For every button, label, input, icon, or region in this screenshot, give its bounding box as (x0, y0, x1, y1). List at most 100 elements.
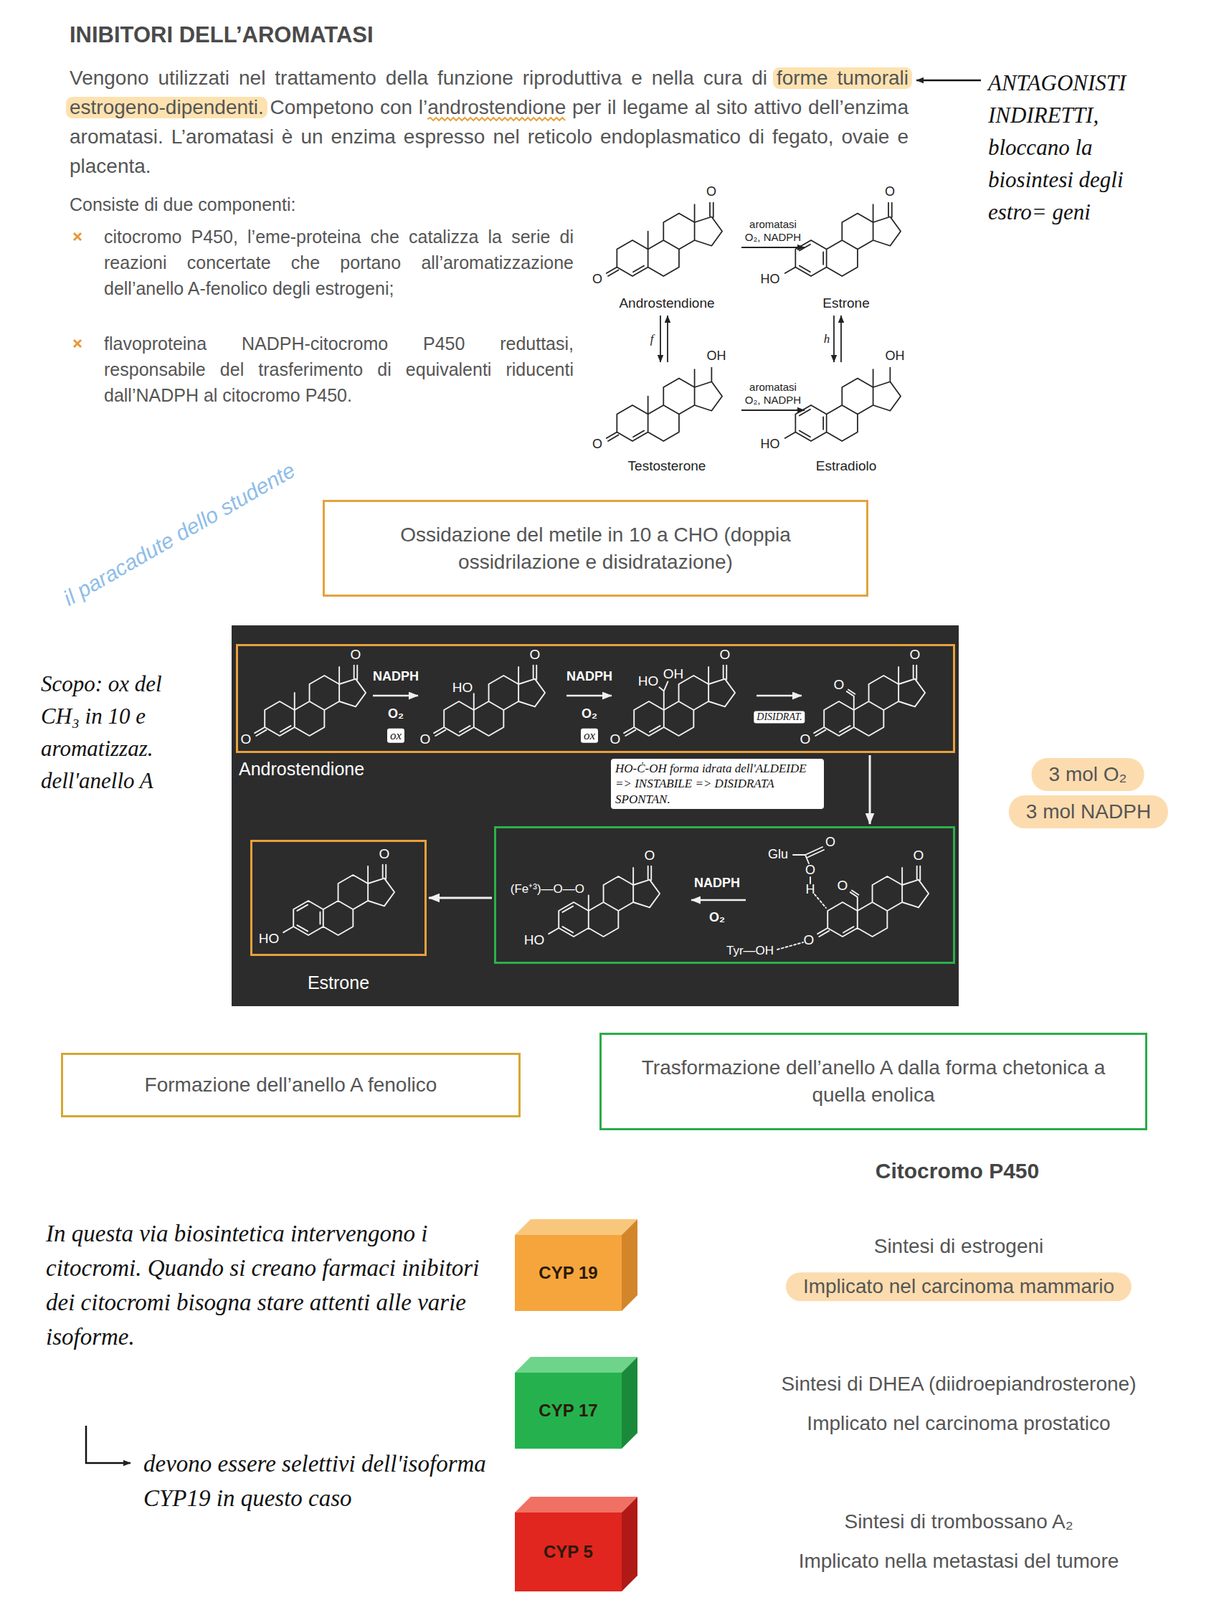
h-bond (777, 942, 804, 950)
flow-arrow (428, 897, 492, 900)
formula-label: O₂ (387, 706, 404, 723)
watermark: il paracadute dello studente (58, 457, 300, 612)
enzyme-role: Sintesi di DHEA (diidroepiandrosterone) (781, 1371, 1137, 1397)
reaction-arrows (660, 247, 842, 411)
steroid-structure (606, 367, 723, 442)
equilibrium-arrow (840, 315, 842, 363)
cyp-block: CYP 19 (514, 1219, 638, 1311)
reaction-arrow (756, 694, 802, 697)
handwritten-note: HO-Ċ-OH forma idrata dell'ALDEIDE => INS… (610, 758, 824, 809)
quantity-text: 3 mol NADPH (1026, 798, 1151, 826)
steroid-structure (548, 866, 660, 937)
formula-label: HO (524, 932, 545, 949)
steroid-structure (606, 202, 723, 277)
reaction-arrow (741, 409, 805, 411)
cube-side (621, 1356, 638, 1449)
mechanism-panel: AndrostendioneEstroneOONADPHO₂oxHOOONADP… (231, 625, 959, 1007)
bullet-text: citocromo P450, l’eme-proteina che catal… (103, 223, 574, 302)
steroid-structures (254, 665, 929, 937)
bullet-mark (73, 233, 82, 241)
formula-label: O (719, 646, 731, 664)
page-title: INIBITORI DELL’AROMATASI (69, 21, 374, 49)
compound-name: Androstendione (618, 295, 715, 312)
step-box: Ossidazione del metile in 10 a CHO (dopp… (322, 499, 869, 597)
steroid-structure (785, 202, 901, 277)
handwritten-note: In questa via biosintetica intervengono … (45, 1216, 491, 1354)
steroid-structures (606, 202, 901, 442)
formula-label: O (909, 646, 921, 664)
formula-label: NADPH (566, 669, 613, 685)
oxidation-box: OONADPHO₂oxHOOONADPHO₂oxHOOHOODISIDRAT.O… (235, 643, 956, 753)
formula-label: O (529, 646, 541, 664)
atom-label: HO (760, 271, 781, 288)
formula-label: NADPH (372, 669, 419, 685)
formula-label: Estrone (307, 971, 370, 994)
enzyme-name: CYP 17 (538, 1400, 598, 1422)
formula-label: O₂ (709, 909, 725, 926)
reaction-label: aromatasi (749, 380, 797, 394)
cube-top (514, 1219, 638, 1235)
step-text: Formazione dell’anello A fenolico (144, 1071, 438, 1099)
handwritten-note: devono essere selettivi dell'isoforma CY… (143, 1447, 488, 1516)
formula-label: O (837, 877, 849, 895)
cyp-block: CYP 17 (514, 1356, 638, 1449)
note-arrow (86, 1425, 131, 1463)
atom-label: O (592, 436, 603, 453)
formula-label: OH (663, 666, 685, 683)
reaction-label: O₂, NADPH (745, 393, 801, 407)
formula-label: O (644, 847, 656, 865)
formula-label: H (805, 881, 816, 898)
formula-label: O (800, 731, 811, 748)
compound-name: Testosterone (628, 458, 707, 475)
cube-side (621, 1496, 638, 1592)
steroid-structure (433, 665, 545, 736)
quantity-pill: 3 mol O₂ (1031, 757, 1145, 791)
equilibrium-arrow (833, 315, 835, 363)
formula-label: HO (258, 930, 280, 948)
bullet-text: flavoproteina NADPH-citocromo P450 redut… (103, 330, 574, 409)
steroid-structure (283, 864, 395, 936)
cube-front (514, 1234, 622, 1311)
formula-label: O (833, 676, 845, 694)
formula-label: O₂ (581, 706, 598, 723)
cube-side (621, 1219, 638, 1311)
formula-label: HO (638, 673, 659, 690)
catalytic-residues (777, 846, 827, 950)
bullet-mark (73, 339, 82, 348)
formula-label: NADPH (694, 875, 741, 892)
atom-label: O (592, 271, 603, 288)
handwritten-note: ANTAGONISTI INDIRETTI, bloccano la biosi… (988, 67, 1164, 229)
enzyme-role: Implicato nella metastasi del tumore (798, 1548, 1120, 1574)
section-heading: Citocromo P450 (875, 1158, 1040, 1184)
handwritten-note: ox (580, 728, 599, 743)
atom-label: OH (707, 348, 727, 365)
enzyme-name: CYP 5 (543, 1541, 594, 1563)
enzyme-role: Sintesi di trombossano A₂ (843, 1509, 1073, 1534)
reaction-arrow (372, 694, 419, 697)
cyp-block: CYP 5 (514, 1496, 638, 1592)
enolization-box: (Fe⁺³)—O—OOHONADPHO₂GluOOHOOOTyr—OH (494, 826, 956, 964)
atom-label: HO (760, 436, 781, 453)
reaction-label: O₂, NADPH (745, 230, 801, 244)
flow-arrow (869, 755, 872, 824)
formula-label: O (805, 862, 816, 879)
enzyme-role: Implicato nel carcinoma prostatico (806, 1411, 1111, 1436)
compound-name: Estrone (822, 295, 870, 312)
formula-label: O (240, 731, 252, 748)
quantity-text: 3 mol O₂ (1049, 760, 1128, 789)
step-text: Ossidazione del metile in 10 a CHO (dopp… (338, 521, 853, 576)
reaction-label: aromatasi (749, 217, 797, 231)
handwritten-note: ox (387, 728, 405, 743)
handwritten-note: Scopo: ox del CH₃ in 10 e aromatizzaz. d… (40, 668, 196, 798)
equilibrium-arrow (666, 315, 669, 363)
cube-front (514, 1512, 622, 1592)
formula-label: Androstendione (238, 757, 365, 780)
reaction-arrow (741, 246, 805, 249)
cube-top (514, 1356, 638, 1373)
handwritten-note: DISIDRAT. (753, 711, 805, 724)
enzyme-role: Sintesi di estrogeni (874, 1234, 1045, 1259)
formula-label: HO (452, 679, 474, 697)
formula-label: (Fe⁺³)—O—O (510, 881, 585, 897)
body-text: Consiste di due componenti: (69, 193, 296, 216)
glu-bonds (793, 846, 824, 884)
